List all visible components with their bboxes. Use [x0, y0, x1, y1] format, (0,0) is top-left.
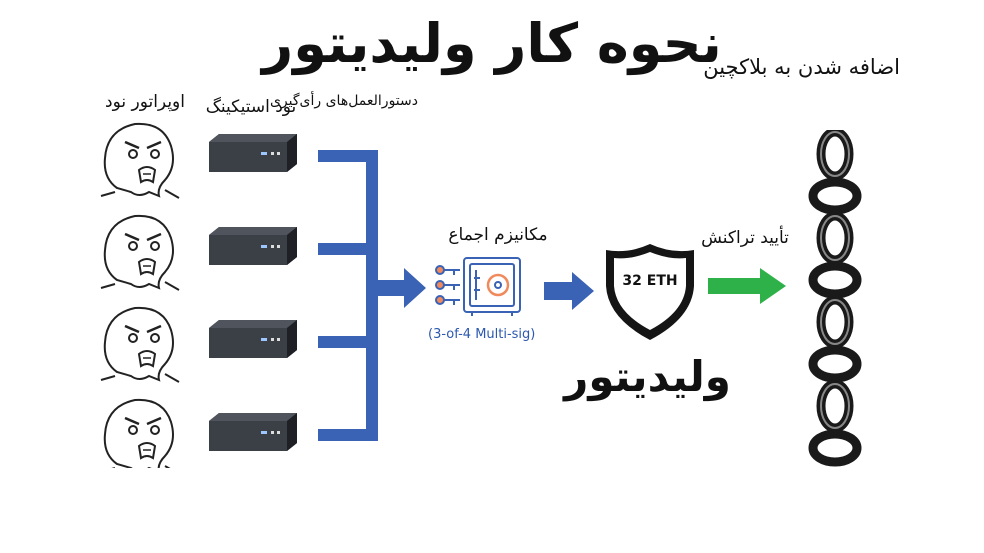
arrow-to-blockchain — [708, 268, 786, 304]
staking-node-label: نود استیکینگ — [205, 97, 297, 117]
multisig-label: (3-of-4 Multi-sig) — [428, 327, 536, 342]
mini-pc-icon — [209, 134, 297, 172]
chain-icon — [808, 130, 862, 467]
node-operator-faces — [99, 122, 181, 468]
node-operator-label: اوپراتور نود — [105, 92, 185, 112]
safe-vault-icon — [463, 257, 521, 316]
validator-label: ولیدیتور — [564, 352, 731, 401]
voting-instructions-label: دستورالعمل‌های رأی‌گیری — [269, 93, 418, 109]
arrow-to-validator — [544, 272, 594, 310]
rage-face-icon — [100, 122, 180, 199]
transaction-confirm-label: تأیید تراکنش — [701, 228, 789, 248]
staking-node-pcs — [209, 134, 297, 451]
consensus-mechanism-label: مکانیزم اجماع — [448, 225, 548, 245]
key-icon — [435, 265, 460, 275]
add-to-blockchain-label: اضافه شدن به بلاکچین — [703, 55, 900, 79]
consensus-vault-icon — [435, 257, 521, 316]
page-title: نحوه کار ولیدیتور — [262, 12, 722, 75]
shield-stake-text: 32 ETH — [622, 273, 678, 289]
key-icon — [435, 280, 460, 290]
connector-bracket — [318, 150, 426, 441]
key-icon — [435, 295, 460, 305]
shield-icon — [606, 244, 694, 340]
